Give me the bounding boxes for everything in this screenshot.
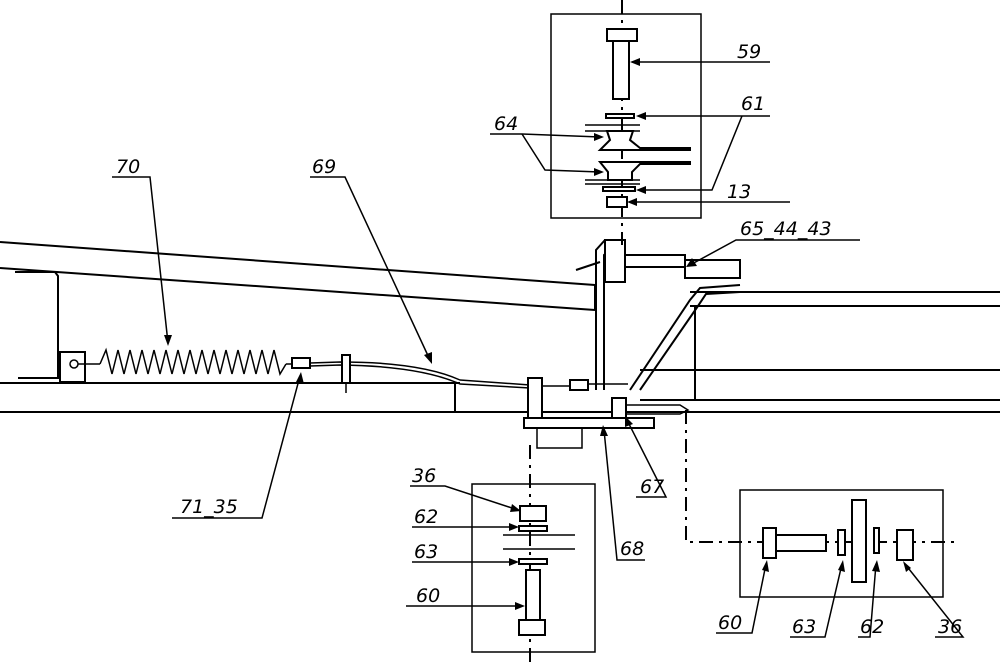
detail-box-bottom: [471, 483, 596, 653]
callout-65-44-43: 65_44_43: [740, 218, 832, 240]
callout-60-bottom: 60: [416, 585, 440, 607]
callout-70: 70: [116, 156, 140, 178]
callout-71-35: 71_35: [180, 496, 238, 518]
callout-59: 59: [737, 41, 761, 63]
callout-67: 67: [640, 476, 664, 498]
callout-62-right: 62: [860, 616, 884, 638]
callout-63-bottom: 63: [414, 541, 438, 563]
callout-60-right: 60: [718, 612, 742, 634]
callout-36-right: 36: [938, 616, 962, 638]
callout-61: 61: [741, 93, 765, 115]
spring-assembly: [59, 347, 311, 383]
callout-63-right: 63: [792, 616, 816, 638]
callout-68: 68: [620, 538, 644, 560]
callout-36-bottom: 36: [412, 465, 436, 487]
leader-lines: [112, 58, 965, 638]
callout-13: 13: [727, 181, 751, 203]
axis-right: [685, 410, 960, 543]
detail-box-top: [550, 13, 702, 219]
callout-69: 69: [312, 156, 336, 178]
lever-bracket: [523, 239, 741, 449]
cable: [309, 354, 628, 429]
frame-structure: [0, 241, 1000, 413]
tension-spring: [99, 347, 287, 376]
detail-box-right: [739, 489, 944, 598]
callout-64: 64: [494, 113, 518, 135]
callout-62-bottom: 62: [414, 506, 438, 528]
